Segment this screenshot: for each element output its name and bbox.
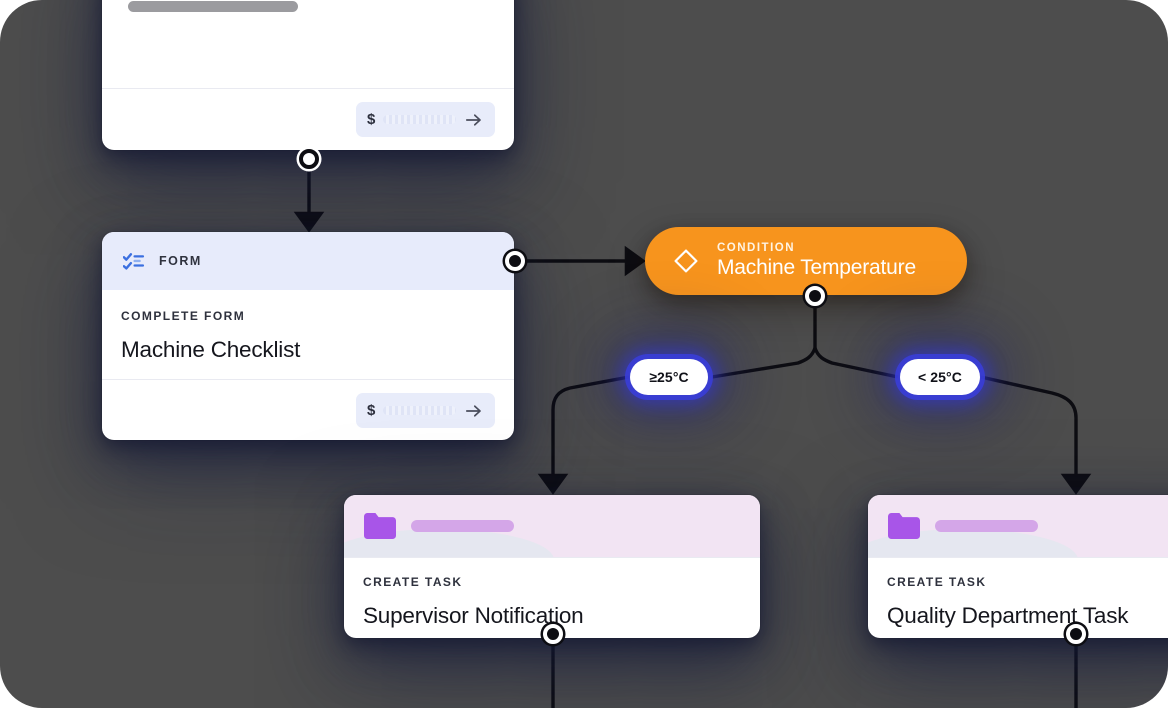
task-title-placeholder (411, 520, 514, 532)
condition-title: Machine Temperature (717, 256, 916, 279)
currency-input[interactable]: $ (356, 102, 495, 137)
task-node-title: Quality Department Task (887, 603, 1129, 628)
condition-text: CONDITION Machine Temperature (717, 242, 916, 280)
divider (102, 88, 514, 89)
task-title-placeholder (935, 520, 1038, 532)
branch-label-left[interactable]: ≥25°C (630, 359, 708, 395)
form-node-title: Machine Checklist (121, 337, 301, 362)
currency-symbol: $ (367, 111, 376, 128)
wire-junction-left (711, 347, 817, 379)
task-node-body: CREATE TASK Supervisor Notification (344, 558, 760, 629)
divider (344, 557, 760, 558)
connector-dot-condition-output[interactable] (805, 286, 825, 306)
form-node-type-label: FORM (159, 254, 202, 268)
currency-input[interactable]: $ (356, 393, 495, 428)
task-node-header (868, 495, 1168, 557)
folder-icon (364, 513, 396, 539)
folder-icon (888, 513, 920, 539)
condition-node[interactable]: CONDITION Machine Temperature (645, 227, 967, 295)
connector-dot-top-card-output[interactable] (299, 149, 319, 169)
value-placeholder (383, 406, 456, 415)
connector-dot-form-output[interactable] (505, 251, 525, 271)
connector-dot-task-left-output[interactable] (543, 624, 563, 644)
branch-label-right[interactable]: < 25°C (900, 359, 980, 395)
connector-dot-task-right-output[interactable] (1066, 624, 1086, 644)
task-node-body: CREATE TASK Quality Department Task (868, 558, 1168, 629)
task-node-card[interactable]: CREATE TASK Quality Department Task (868, 495, 1168, 638)
divider (868, 557, 1168, 558)
task-node-kicker: CREATE TASK (887, 575, 987, 589)
condition-kicker: CONDITION (717, 242, 796, 254)
task-node-kicker: CREATE TASK (363, 575, 463, 589)
wire-junction-right (813, 347, 899, 379)
checklist-icon (123, 253, 145, 270)
value-placeholder (383, 115, 456, 124)
placeholder-card[interactable]: $ (102, 0, 514, 150)
placeholder-card-footer: $ (102, 89, 514, 150)
form-node-footer: $ (102, 380, 514, 441)
form-node-kicker: COMPLETE FORM (121, 309, 246, 323)
wire-right-branch-to-task (980, 375, 1092, 495)
task-node-card[interactable]: CREATE TASK Supervisor Notification (344, 495, 760, 638)
divider (102, 379, 514, 380)
diamond-icon (674, 249, 698, 273)
arrow-right-icon[interactable] (464, 112, 484, 128)
skeleton-bar (128, 1, 298, 12)
placeholder-card-body (102, 0, 514, 88)
currency-symbol: $ (367, 402, 376, 419)
form-node-body: COMPLETE FORM Machine Checklist (102, 290, 514, 379)
arrow-right-icon[interactable] (464, 403, 484, 419)
wire-left-branch-to-task (537, 375, 630, 495)
task-node-header (344, 495, 760, 557)
form-node-header: FORM (102, 232, 514, 290)
form-node-card[interactable]: FORM COMPLETE FORM Machine Checklist $ (102, 232, 514, 440)
task-node-title: Supervisor Notification (363, 603, 584, 628)
